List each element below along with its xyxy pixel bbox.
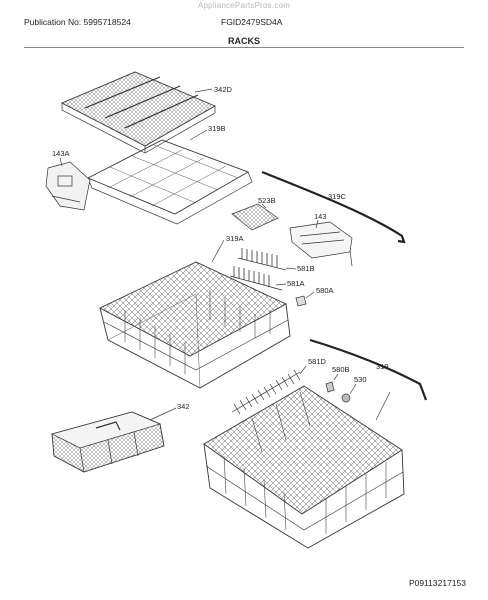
- label-143A: 143A: [52, 149, 70, 158]
- label-523B: 523B: [258, 196, 276, 205]
- leader-342D: [194, 88, 213, 93]
- label-143: 143: [314, 212, 327, 221]
- slide-rail-319C: [261, 170, 406, 244]
- label-580B: 580B: [332, 365, 350, 374]
- leader-581A: [275, 283, 287, 286]
- leader-319A: [211, 239, 225, 263]
- label-530: 530: [354, 375, 367, 384]
- publication-number: Publication No: 5995718524: [24, 17, 131, 27]
- end-cap-143A: [45, 161, 91, 211]
- leader-580A: [305, 291, 315, 299]
- label-581D: 581D: [308, 357, 327, 366]
- clip-580B: [325, 381, 335, 393]
- leader-581B: [285, 267, 297, 270]
- slide-rail-319: [309, 338, 428, 401]
- label-319B: 319B: [208, 124, 226, 133]
- leader-143A: [59, 157, 63, 167]
- label-581B: 581B: [297, 264, 315, 273]
- leader-342: [149, 407, 177, 421]
- leader-580B: [333, 373, 339, 381]
- label-581A: 581A: [287, 279, 305, 288]
- label-342D: 342D: [214, 85, 233, 94]
- leader-523B: [261, 203, 267, 209]
- leader-143: [315, 219, 319, 229]
- bracket-143: [289, 221, 353, 267]
- label-319C: 319C: [328, 192, 347, 201]
- cutlery-tray-342D: [60, 71, 217, 154]
- leader-581D: [299, 365, 307, 375]
- tine-row-581D: [231, 369, 301, 415]
- upper-rack-319A: [99, 261, 291, 389]
- leader-lower-rack: [375, 391, 391, 421]
- tine-module-523B: [231, 203, 279, 231]
- label-580A: 580A: [316, 286, 334, 295]
- label-342: 342: [177, 402, 190, 411]
- clip-580A: [295, 295, 307, 307]
- leader-319B: [189, 129, 208, 141]
- label-319A: 319A: [226, 234, 244, 243]
- rack-frame-319B: [86, 139, 253, 225]
- tine-row-581B: [237, 248, 287, 271]
- watermark: AppliancePartsPros.com: [198, 1, 290, 10]
- silverware-basket-342: [51, 411, 165, 473]
- leader-530: [349, 383, 357, 395]
- wheel-530: [341, 393, 351, 403]
- header-rule: [24, 47, 464, 48]
- label-319: 319: [376, 362, 389, 371]
- model-number: FGID2479SD4A: [221, 17, 283, 27]
- tine-row-581A: [229, 266, 283, 291]
- lower-rack: [203, 385, 405, 549]
- image-code: P09113217153: [408, 578, 466, 588]
- section-title: RACKS: [227, 36, 260, 46]
